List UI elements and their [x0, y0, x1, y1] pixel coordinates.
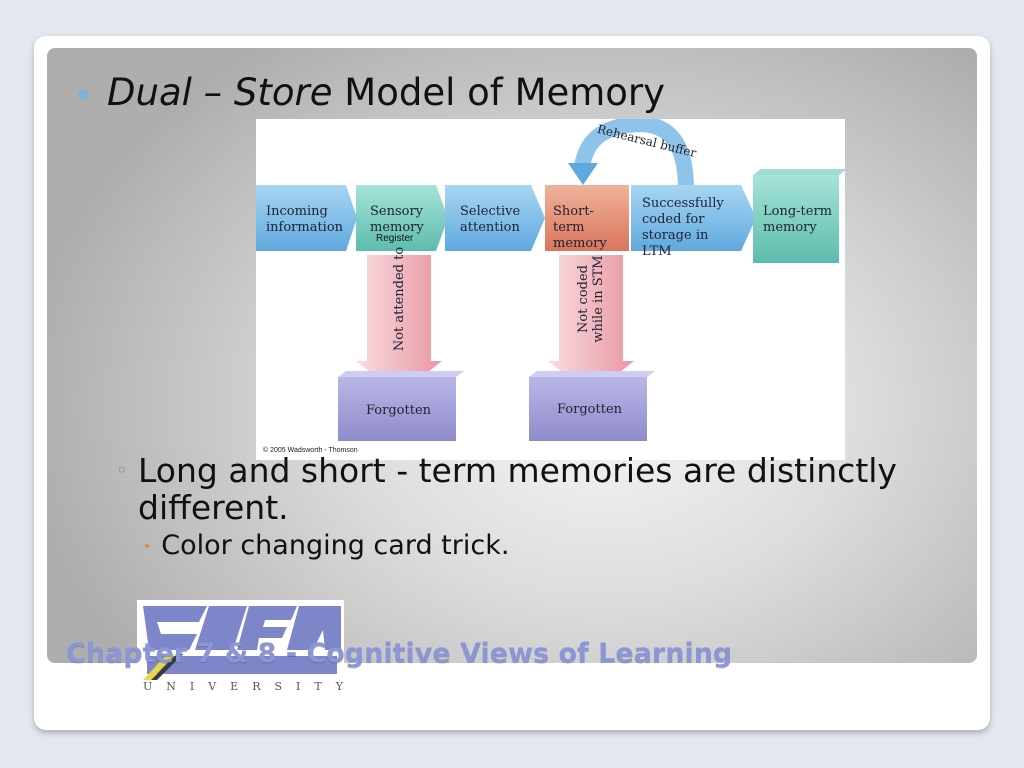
- logo-subtitle: UNIVERSITY: [143, 680, 357, 693]
- node-coded-shape: [631, 185, 756, 251]
- node-ltm-shape: [753, 175, 839, 263]
- title-bullet-icon: [78, 88, 89, 100]
- node-ltm-depth: [753, 169, 845, 175]
- rehearsal-arrow-head: [568, 163, 598, 185]
- loss-arrow-1: [356, 255, 442, 395]
- bullet-text-2: Color changing card trick.: [161, 530, 510, 561]
- diagram-copyright: © 2005 Wadsworth - Thomson: [263, 447, 358, 454]
- label-coded: Successfully coded for storage in LTM: [642, 196, 724, 259]
- circle-bullet-icon: ◦: [116, 458, 128, 482]
- bullet-text-1: Long and short - term memories are disti…: [138, 451, 897, 527]
- siena-heights-logo: UNIVERSITY: [137, 600, 344, 706]
- label-sensory: Sensory memory: [370, 204, 424, 235]
- node-selective-shape: [445, 185, 545, 251]
- node-stm-shape: [545, 185, 629, 251]
- label-incoming: Incoming information: [266, 204, 344, 235]
- node-forgotten1-shape: [338, 377, 456, 441]
- forgotten2-depth: [529, 371, 655, 377]
- label-selective: Selective attention: [460, 204, 521, 235]
- node-incoming-shape: [256, 185, 357, 251]
- label-stm: Short-term memory: [553, 204, 607, 251]
- label-register: Register: [376, 233, 414, 244]
- dual-store-diagram: Incoming information Sensory memory Regi…: [256, 119, 845, 460]
- rehearsal-loop-arrow: [574, 119, 694, 190]
- label-forgotten-2: Forgotten: [557, 402, 623, 417]
- label-not-attended: Not attended to: [392, 246, 407, 352]
- label-not-coded: Not coded while in STM: [576, 255, 606, 343]
- title-italic: Dual – Store: [107, 70, 333, 114]
- node-sensory-shape: [356, 185, 448, 251]
- diagram-shapes: [256, 119, 845, 441]
- logo-graphic: [137, 600, 344, 680]
- slide-footer: Chapter 7 & 8 - Cognitive Views of Learn…: [66, 638, 733, 669]
- label-forgotten-1: Forgotten: [366, 403, 432, 418]
- label-ltm: Long-term memory: [763, 204, 833, 235]
- bullet-level-3: • Color changing card trick.: [143, 530, 509, 561]
- bullet-level-2: ◦ Long and short - term memories are dis…: [116, 452, 946, 526]
- forgotten1-depth: [338, 371, 464, 377]
- loss-arrow-2: [548, 255, 634, 395]
- slide-title: Dual – Store Model of Memory: [78, 68, 665, 116]
- dot-bullet-icon: •: [143, 538, 152, 555]
- node-forgotten2-shape: [529, 377, 647, 441]
- title-regular: Model of Memory: [332, 70, 666, 114]
